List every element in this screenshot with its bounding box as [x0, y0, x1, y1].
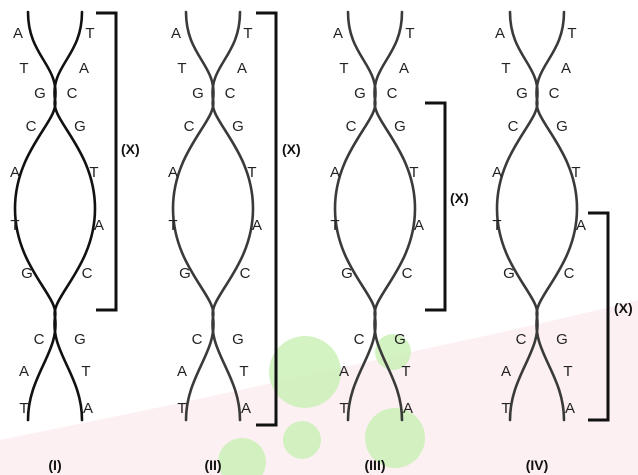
base-label-left: A	[330, 164, 340, 181]
bracket-x-label: (X)	[282, 141, 301, 157]
watermark-green-circle	[283, 421, 321, 459]
base-label-left: A	[501, 363, 511, 380]
base-label-left: A	[339, 363, 349, 380]
base-label-right: T	[247, 164, 256, 181]
base-label-right: T	[89, 164, 98, 181]
base-label-right: G	[232, 331, 244, 348]
base-label-right: A	[414, 217, 424, 234]
base-label-left: C	[346, 118, 357, 135]
base-label-right: C	[225, 85, 236, 102]
base-label-right: G	[232, 118, 244, 135]
base-label-left: G	[516, 85, 528, 102]
base-label-left: G	[34, 85, 46, 102]
base-label-left: C	[26, 118, 37, 135]
base-label-right: T	[85, 25, 94, 42]
base-label-left: T	[501, 400, 510, 417]
base-label-left: A	[333, 25, 343, 42]
base-label-left: C	[516, 331, 527, 348]
base-label-left: C	[184, 118, 195, 135]
base-label-right: C	[240, 265, 251, 282]
base-label-right: A	[241, 400, 251, 417]
base-label-right: T	[567, 25, 576, 42]
base-label-right: C	[387, 85, 398, 102]
base-label-left: G	[341, 265, 353, 282]
base-label-left: G	[179, 265, 191, 282]
base-label-right: G	[556, 331, 568, 348]
base-label-left: C	[34, 331, 45, 348]
base-label-right: A	[561, 60, 571, 77]
base-label-right: G	[556, 118, 568, 135]
base-label-left: T	[19, 60, 28, 77]
base-label-right: T	[405, 25, 414, 42]
base-label-right: A	[399, 60, 409, 77]
base-label-right: G	[74, 331, 86, 348]
base-label-right: A	[576, 217, 586, 234]
base-label-left: T	[330, 217, 339, 234]
base-label-left: T	[492, 217, 501, 234]
base-label-left: A	[10, 164, 20, 181]
bracket-x	[96, 13, 116, 310]
base-label-left: A	[19, 363, 29, 380]
bracket-x-label: (X)	[614, 300, 633, 316]
base-label-right: G	[394, 331, 406, 348]
base-label-right: G	[74, 118, 86, 135]
panel-label: (III)	[365, 457, 386, 473]
base-label-right: C	[82, 265, 93, 282]
watermark	[0, 300, 638, 475]
base-label-right: A	[565, 400, 575, 417]
base-label-left: T	[10, 217, 19, 234]
base-label-left: A	[171, 25, 181, 42]
base-label-left: A	[13, 25, 23, 42]
base-label-left: G	[21, 265, 33, 282]
base-label-right: A	[79, 60, 89, 77]
watermark-green-circle	[269, 336, 341, 408]
base-label-left: C	[192, 331, 203, 348]
base-label-left: G	[354, 85, 366, 102]
panel-label: (IV)	[526, 457, 549, 473]
bracket-x	[425, 103, 445, 310]
base-label-right: A	[94, 217, 104, 234]
base-label-left: G	[192, 85, 204, 102]
base-label-right: T	[239, 363, 248, 380]
base-label-left: C	[354, 331, 365, 348]
base-label-right: T	[409, 164, 418, 181]
base-label-left: T	[19, 400, 28, 417]
base-label-right: T	[81, 363, 90, 380]
base-label-right: T	[401, 363, 410, 380]
panel-label: (I)	[48, 457, 61, 473]
base-label-right: A	[83, 400, 93, 417]
base-label-left: T	[501, 60, 510, 77]
base-label-right: A	[403, 400, 413, 417]
base-label-right: C	[67, 85, 78, 102]
base-label-right: T	[571, 164, 580, 181]
base-label-left: C	[508, 118, 519, 135]
base-label-left: G	[503, 265, 515, 282]
base-label-left: T	[168, 217, 177, 234]
base-label-left: A	[177, 363, 187, 380]
base-label-left: T	[177, 400, 186, 417]
base-label-right: A	[252, 217, 262, 234]
base-label-right: C	[402, 265, 413, 282]
base-label-left: A	[492, 164, 502, 181]
base-label-right: C	[564, 265, 575, 282]
base-label-left: T	[339, 60, 348, 77]
base-label-right: A	[237, 60, 247, 77]
base-label-left: T	[177, 60, 186, 77]
base-label-right: T	[243, 25, 252, 42]
base-label-right: G	[394, 118, 406, 135]
base-label-right: T	[563, 363, 572, 380]
base-label-left: A	[168, 164, 178, 181]
base-label-left: A	[495, 25, 505, 42]
base-label-left: T	[339, 400, 348, 417]
bracket-x-label: (X)	[121, 141, 140, 157]
panel-label: (II)	[204, 457, 221, 473]
bracket-x-label: (X)	[450, 190, 469, 206]
base-label-right: C	[549, 85, 560, 102]
